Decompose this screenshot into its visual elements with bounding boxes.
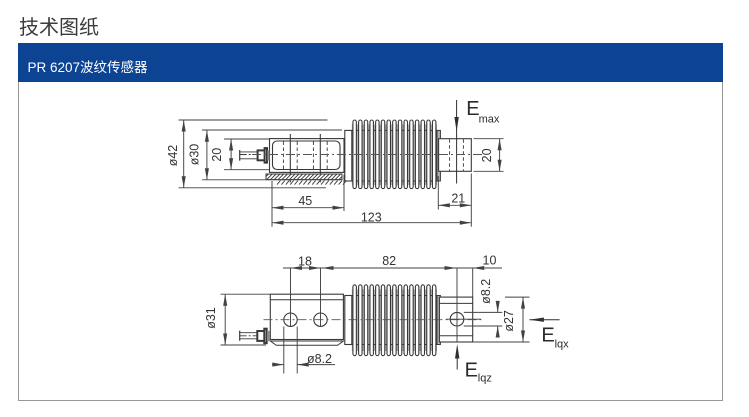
svg-text:ø8.2: ø8.2 (307, 352, 332, 366)
svg-text:lqz: lqz (478, 373, 492, 385)
svg-text:ø42: ø42 (166, 145, 180, 167)
svg-text:ø30: ø30 (188, 144, 202, 166)
svg-text:max: max (479, 114, 500, 126)
svg-text:20: 20 (210, 148, 224, 162)
svg-text:ø31: ø31 (204, 307, 218, 329)
svg-text:E: E (465, 360, 478, 382)
svg-text:21: 21 (451, 191, 465, 205)
svg-text:82: 82 (382, 254, 396, 268)
svg-text:45: 45 (298, 194, 312, 208)
svg-text:123: 123 (361, 211, 382, 225)
svg-text:20: 20 (480, 148, 494, 162)
svg-text:10: 10 (483, 254, 497, 268)
svg-text:lqx: lqx (555, 339, 570, 351)
svg-text:E: E (466, 98, 479, 120)
svg-text:E: E (541, 325, 554, 347)
svg-text:ø8.2: ø8.2 (479, 279, 493, 304)
svg-text:ø27: ø27 (502, 310, 516, 332)
svg-text:18: 18 (298, 255, 312, 269)
